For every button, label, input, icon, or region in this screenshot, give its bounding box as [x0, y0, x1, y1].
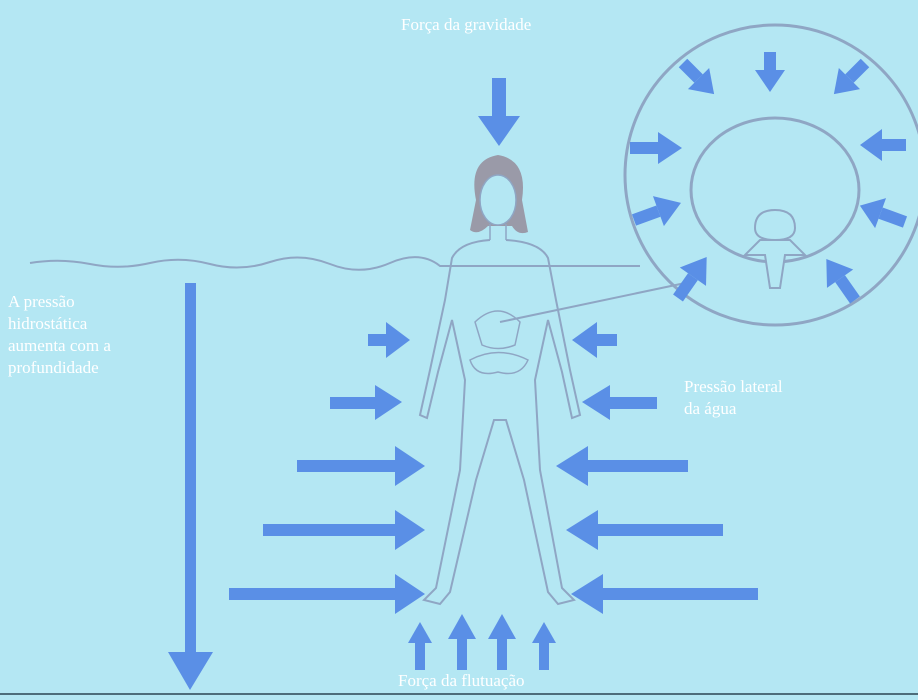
pressure-depth-line-3: aumenta com a [8, 335, 111, 357]
buoyancy-arrow-2 [448, 614, 476, 670]
left-arrow-4 [263, 510, 425, 550]
left-arrow-1 [368, 322, 410, 358]
depth-arrow [168, 283, 213, 690]
right-arrow-2 [582, 385, 657, 420]
right-arrow-3 [556, 446, 688, 486]
pressure-depth-line-1: A pressão [8, 291, 111, 313]
vertebra-icon [745, 210, 805, 288]
buoyancy-arrow-1 [408, 622, 432, 670]
gravity-label: Força da gravidade [401, 14, 531, 36]
buoyancy-label: Força da flutuação [398, 670, 525, 692]
buoyancy-arrows [408, 614, 556, 670]
buoyancy-arrow-3 [488, 614, 516, 670]
pressure-depth-label: A pressão hidrostática aumenta com a pro… [8, 291, 111, 379]
left-arrow-3 [297, 446, 425, 486]
gravity-arrow [478, 78, 520, 146]
body-outline [420, 240, 580, 604]
human-figure [420, 155, 580, 604]
right-arrow-1 [572, 322, 617, 358]
zoom-connector-line [500, 282, 690, 322]
left-pressure-arrows [229, 322, 425, 614]
bottom-divider [0, 693, 918, 695]
left-arrow-2 [330, 385, 402, 420]
pressure-depth-line-2: hidrostática [8, 313, 111, 335]
right-arrow-4 [566, 510, 723, 550]
pressure-depth-line-4: profundidade [8, 357, 111, 379]
lateral-pressure-line-1: Pressão lateral [684, 376, 783, 398]
lateral-pressure-label: Pressão lateral da água [684, 376, 783, 420]
right-pressure-arrows [556, 322, 758, 614]
right-arrow-5 [571, 574, 758, 614]
buoyancy-arrow-4 [532, 622, 556, 670]
left-arrow-5 [229, 574, 425, 614]
lateral-pressure-line-2: da água [684, 398, 783, 420]
